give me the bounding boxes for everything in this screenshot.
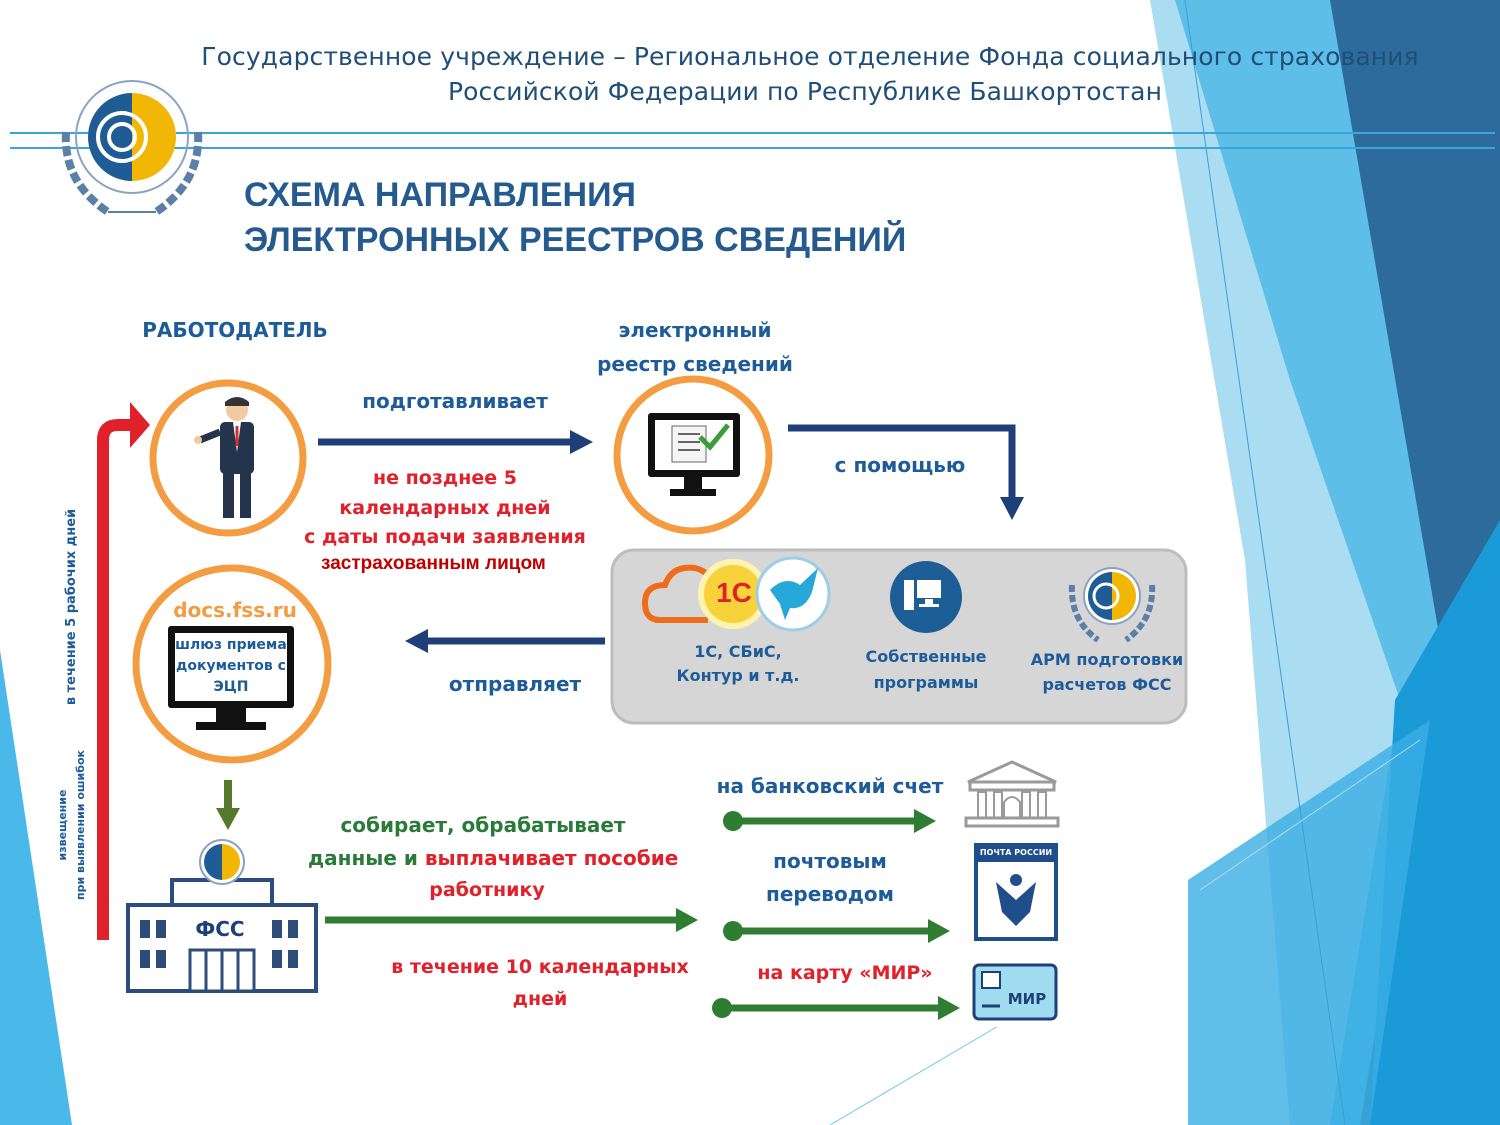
sends-label: отправляет [448, 672, 582, 696]
title-line-1: СХЕМА НАПРАВЛЕНИЯ [244, 176, 636, 214]
deadline-line-1: не позднее 5 [373, 467, 517, 489]
post-russia-icon [974, 843, 1058, 941]
mir-card-text: МИР [1007, 990, 1047, 1008]
arm-fss-emblem-icon [1068, 567, 1156, 643]
header-line-1: Государственное учреждение – Регионально… [201, 42, 1419, 71]
gateway-line-1: шлюз приема [175, 637, 287, 653]
fss-collects-line-3: работнику [429, 879, 545, 901]
fss-collects-line-2: данные и выплачивает пособие [308, 846, 708, 870]
title-line-2: ЭЛЕКТРОННЫХ РЕЕСТРОВ СВЕДЕНИЙ [244, 221, 907, 259]
mir-card-icon [972, 963, 1058, 1021]
payout-post-line-2: переводом [766, 882, 894, 906]
registry-label-line-2: реестр сведений [597, 352, 793, 376]
computer-check-icon [648, 413, 740, 496]
gateway-line-3: ЭЦП [213, 679, 249, 695]
side-text-notice: извещение [56, 789, 69, 861]
side-text-on-errors: при выявлении ошибок [74, 750, 87, 900]
cloud-icon [641, 564, 719, 623]
software-item-2-line-2: программы [873, 673, 979, 692]
deadline-line-2: календарных дней [339, 497, 551, 519]
bank-icon [964, 760, 1060, 828]
software-item-3-line-2: расчетов ФСС [1042, 675, 1172, 694]
gateway-url: docs.fss.ru [173, 598, 297, 622]
red-arrow-head [130, 402, 150, 448]
payout-post-line-1: почтовым [773, 849, 887, 873]
payout-bank-label: на банковский счет [716, 774, 944, 798]
fss-collects-line-2a: данные и [308, 846, 425, 870]
employer-label: РАБОТОДАТЕЛЬ [142, 318, 328, 342]
fss-collects-line-2b: выплачивает пособие [424, 846, 679, 870]
fss-building-icon [126, 839, 318, 993]
fss-within-10-line-1: в течение 10 календарных [391, 956, 689, 978]
deadline-line-3: с даты подачи заявления [304, 526, 586, 548]
software-item-3-line-1: АРМ подготовки [1030, 650, 1184, 669]
red-return-arrow [97, 419, 133, 940]
post-russia-sign: ПОЧТА РОССИИ [979, 848, 1053, 857]
software-item-1-line-2: Контур и т.д. [676, 666, 800, 685]
software-item-1-line-1: 1С, СБиС, [694, 642, 782, 661]
1c-logo-text: 1С [716, 577, 752, 608]
gateway-monitor-icon [168, 626, 294, 730]
prepares-label: подготавливает [362, 389, 548, 413]
fss-within-10-line-2: дней [512, 988, 568, 1010]
bird-icon [770, 568, 818, 620]
software-item-2-line-1: Собственные [865, 647, 987, 666]
fss-building-label: ФСС [195, 917, 245, 941]
with-help-label: с помощью [834, 453, 966, 477]
fss-emblem-logo [61, 80, 203, 216]
header-line-2: Российской Федерации по Республике Башко… [447, 77, 1163, 106]
businessman-icon [194, 397, 254, 518]
registry-label-line-1: электронный [618, 318, 772, 342]
gateway-line-2: документов с [176, 658, 286, 674]
fss-collects-line-1: собирает, обрабатывает [340, 813, 626, 837]
side-text-within-5-days: в течение 5 рабочих дней [64, 508, 79, 706]
deadline-line-4: застрахованным лицом [321, 553, 546, 574]
payout-mir-label: на карту «МИР» [757, 962, 933, 984]
